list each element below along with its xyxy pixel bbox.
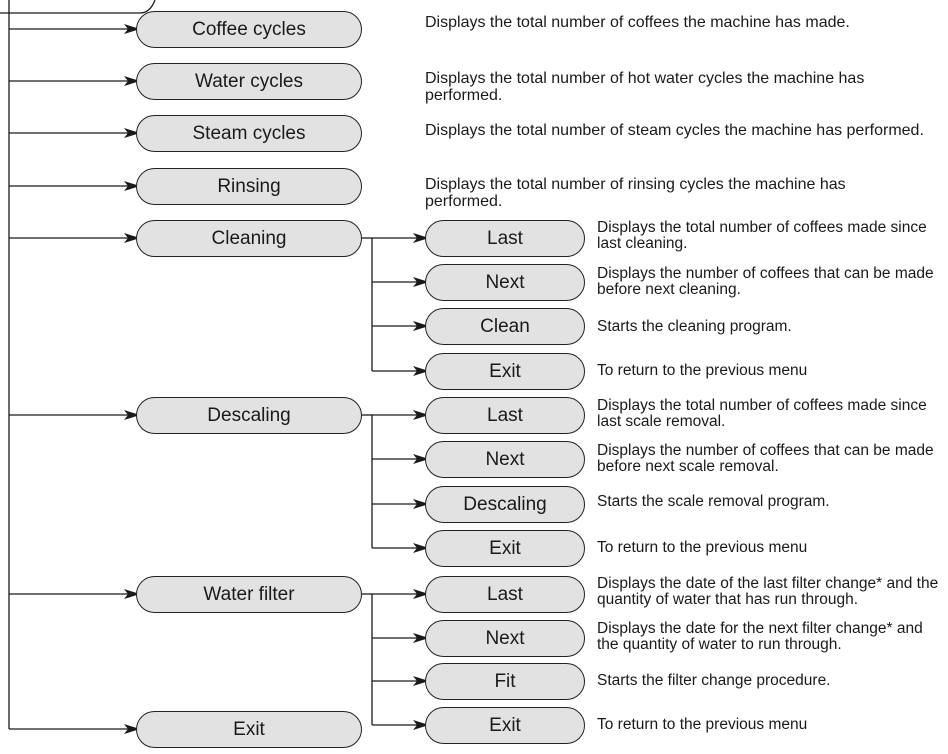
submenu-filter-next[interactable]: Next bbox=[425, 620, 585, 657]
desc-descaling-descaling: Starts the scale removal program. bbox=[597, 493, 830, 510]
desc-cleaning-next: Displays the number of coffees that can … bbox=[597, 265, 934, 298]
desc-water-cycles: Displays the total number of hot water c… bbox=[425, 70, 865, 104]
menu-cleaning[interactable]: Cleaning bbox=[136, 220, 362, 257]
desc-descaling-next: Displays the number of coffees that can … bbox=[597, 442, 934, 475]
menu-coffee-cycles[interactable]: Coffee cycles bbox=[136, 11, 362, 48]
desc-descaling-exit: To return to the previous menu bbox=[597, 539, 808, 556]
desc-descaling-last: Displays the total number of coffees mad… bbox=[597, 397, 927, 430]
submenu-cleaning-clean[interactable]: Clean bbox=[425, 308, 585, 345]
desc-cleaning-last: Displays the total number of coffees mad… bbox=[597, 219, 927, 252]
submenu-cleaning-next[interactable]: Next bbox=[425, 264, 585, 301]
submenu-filter-last[interactable]: Last bbox=[425, 576, 585, 613]
desc-filter-next: Displays the date for the next filter ch… bbox=[597, 620, 923, 653]
submenu-descaling-next[interactable]: Next bbox=[425, 441, 585, 478]
desc-rinsing: Displays the total number of rinsing cyc… bbox=[425, 176, 846, 210]
desc-filter-last: Displays the date of the last filter cha… bbox=[597, 575, 939, 608]
submenu-descaling-last[interactable]: Last bbox=[425, 397, 585, 434]
menu-water-filter[interactable]: Water filter bbox=[136, 576, 362, 613]
desc-steam-cycles: Displays the total number of steam cycle… bbox=[425, 122, 924, 139]
desc-cleaning-clean: Starts the cleaning program. bbox=[597, 318, 792, 335]
submenu-descaling-descaling[interactable]: Descaling bbox=[425, 486, 585, 523]
desc-coffee-cycles: Displays the total number of coffees the… bbox=[425, 14, 850, 31]
submenu-filter-fit[interactable]: Fit bbox=[425, 663, 585, 700]
desc-cleaning-exit: To return to the previous menu bbox=[597, 362, 808, 379]
submenu-cleaning-last[interactable]: Last bbox=[425, 220, 585, 257]
menu-rinsing[interactable]: Rinsing bbox=[136, 168, 362, 205]
submenu-cleaning-exit[interactable]: Exit bbox=[425, 353, 585, 390]
menu-exit[interactable]: Exit bbox=[136, 711, 362, 748]
menu-descaling[interactable]: Descaling bbox=[136, 397, 362, 434]
desc-filter-fit: Starts the filter change procedure. bbox=[597, 672, 831, 689]
submenu-filter-exit[interactable]: Exit bbox=[425, 707, 585, 744]
menu-water-cycles[interactable]: Water cycles bbox=[136, 63, 362, 100]
menu-steam-cycles[interactable]: Steam cycles bbox=[136, 115, 362, 152]
submenu-descaling-exit[interactable]: Exit bbox=[425, 530, 585, 567]
desc-filter-exit: To return to the previous menu bbox=[597, 716, 808, 733]
